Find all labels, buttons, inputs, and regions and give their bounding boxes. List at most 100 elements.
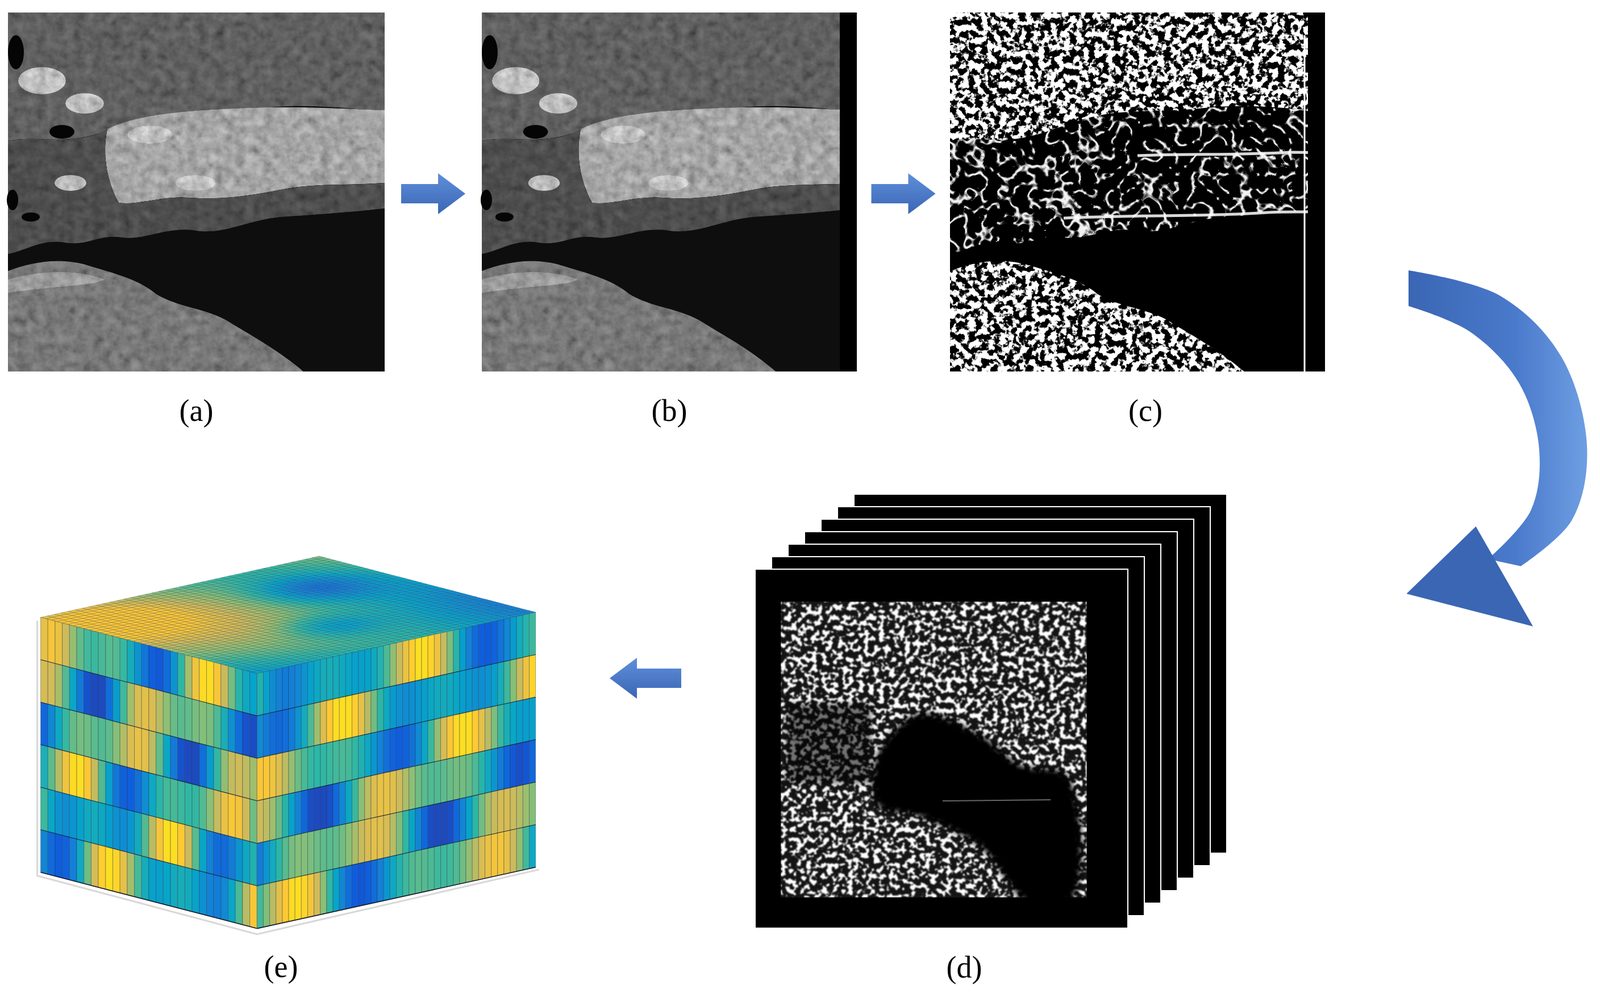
cube-cell — [228, 836, 236, 881]
cube-cell — [84, 628, 92, 674]
cube-cell — [199, 658, 207, 703]
cube-cell — [184, 739, 193, 785]
cube-cell — [119, 807, 128, 853]
cube-cell — [529, 612, 536, 657]
cube-cell — [148, 730, 157, 775]
cube-cell — [113, 721, 121, 766]
cube-cell — [307, 788, 314, 833]
edge-line — [1303, 35, 1306, 372]
cube-cell — [478, 708, 485, 753]
cube-cell — [221, 706, 229, 752]
cube-cell — [294, 791, 302, 836]
cube-cell — [55, 834, 63, 879]
cube-cell — [377, 688, 384, 732]
cube-right — [256, 612, 536, 929]
image-background — [481, 12, 857, 372]
cube-cell — [339, 781, 346, 826]
cube-cell — [497, 619, 504, 664]
cube-cell — [177, 695, 186, 740]
dark-region — [785, 703, 872, 784]
cube-cell — [47, 831, 56, 877]
cube-cell — [69, 625, 77, 670]
cube-cell — [213, 789, 222, 835]
cube-cell — [221, 664, 229, 709]
cube-cell — [440, 717, 448, 761]
cube-cell — [377, 646, 384, 690]
dark-pore — [480, 189, 493, 211]
cube-cell — [206, 745, 215, 790]
cube-cell — [434, 675, 441, 720]
cube-cell — [228, 708, 236, 753]
cube-cell — [282, 794, 289, 839]
bright-patch — [528, 175, 561, 191]
cube-cell — [119, 680, 128, 725]
bright-patch — [65, 93, 104, 114]
cube-cell — [427, 677, 435, 722]
cube-cell — [228, 793, 236, 839]
cube-cell — [326, 656, 333, 701]
cube-cell — [453, 714, 460, 758]
image-background — [7, 12, 385, 372]
cube-cell — [409, 681, 416, 725]
cube-cell — [402, 725, 410, 769]
cube-cell — [47, 704, 56, 749]
dark-pore — [21, 212, 40, 222]
cube-cell — [276, 710, 283, 755]
cube-cell — [447, 715, 454, 760]
cube-cell — [69, 710, 77, 755]
cube-cell — [326, 784, 333, 829]
cube-cell — [148, 688, 157, 733]
cube-cell — [163, 649, 171, 694]
cube-cell — [358, 692, 365, 737]
cube-cell — [389, 685, 397, 730]
cube-cell — [389, 643, 397, 687]
cube-cell — [55, 621, 63, 666]
cube-cell — [269, 754, 277, 799]
dark-pore — [6, 189, 19, 211]
cube-cell — [156, 817, 164, 862]
cube-cell — [119, 723, 128, 768]
feature-line — [942, 800, 1051, 802]
cube-cell — [453, 671, 460, 716]
cube-cell — [409, 638, 416, 683]
cube-cell — [62, 623, 70, 668]
cube-cell — [516, 700, 523, 744]
cube-cell — [40, 660, 49, 705]
cube-cell — [156, 860, 164, 905]
cube-cell — [98, 844, 106, 890]
cube-cell — [156, 647, 164, 693]
cube-cell — [192, 656, 200, 702]
cube-cell — [383, 644, 390, 689]
cube-cell — [320, 658, 327, 703]
cube-cell — [134, 811, 143, 857]
cube-cell — [127, 852, 135, 897]
cube-cell — [320, 785, 327, 830]
cube-cell — [119, 638, 128, 683]
cube-cell — [421, 678, 428, 723]
cube-cell — [491, 705, 498, 750]
cube-cell — [421, 635, 428, 680]
cube-cell — [358, 650, 365, 694]
cube-cell — [320, 700, 327, 745]
feature-line — [1082, 606, 1086, 898]
cube-cell — [163, 776, 171, 822]
cube-cell — [276, 668, 283, 712]
cube-cell — [163, 734, 171, 779]
cube-cell — [119, 765, 128, 811]
cube-cell — [263, 798, 270, 843]
dark-pore — [523, 125, 549, 139]
cube-cell — [141, 771, 149, 816]
cube-cell — [76, 754, 85, 799]
cube-cell — [40, 830, 49, 875]
padding-strip — [839, 12, 857, 372]
cube-cell — [206, 660, 215, 706]
cube-cell — [90, 673, 99, 718]
rock-region — [7, 128, 385, 254]
cube-cell — [301, 790, 308, 835]
cube-cell — [294, 706, 302, 750]
layer-line — [40, 872, 258, 929]
cube-cell — [40, 744, 49, 790]
cube-cell — [69, 794, 77, 840]
dark-pore — [495, 212, 514, 222]
cube-cell — [345, 738, 352, 782]
